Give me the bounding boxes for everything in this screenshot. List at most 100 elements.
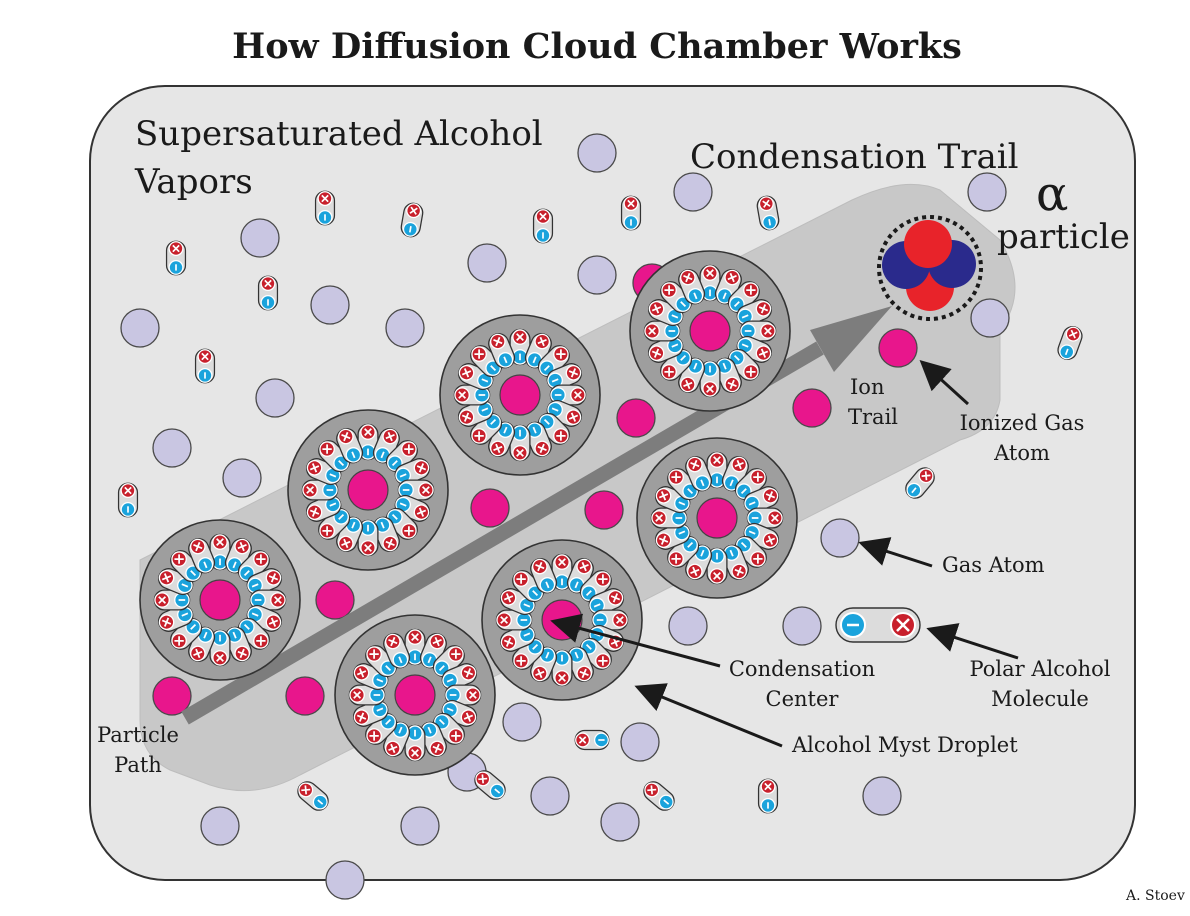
credit-label: A. Stoev	[1125, 888, 1185, 904]
alcohol-myst-droplet	[439, 314, 601, 476]
polar-alcohol-molecule	[757, 778, 779, 814]
gas-atom	[668, 606, 708, 646]
gas-atom	[820, 518, 860, 558]
alcohol-myst-droplet	[481, 539, 643, 701]
polar-alcohol-molecule	[318, 507, 351, 540]
polar-alcohol-molecule	[188, 538, 216, 574]
polar-alcohol-molecule	[397, 479, 435, 501]
gas-atom	[673, 172, 713, 212]
polar-alcohol-molecule	[756, 195, 780, 231]
polar-alcohol-molecule	[348, 684, 386, 706]
condensation-center	[689, 310, 731, 352]
polar-alcohol-molecule	[383, 633, 411, 669]
condensation-center	[499, 374, 541, 416]
gas-atom	[600, 802, 640, 842]
condensation-center-label-line2: Center	[766, 687, 840, 711]
ionized-gas-atom	[616, 398, 656, 438]
polar-alcohol-molecule	[509, 328, 531, 366]
polar-alcohol-molecule	[537, 345, 570, 378]
polar-alcohol-molecule	[170, 550, 203, 583]
ionized-gas-atom	[878, 328, 918, 368]
polar-alcohol-molecule	[365, 645, 398, 678]
polar-alcohol-molecule	[546, 363, 582, 391]
ionized-gas-atom-label-line2: Atom	[993, 441, 1050, 465]
polar-alcohol-molecule	[153, 589, 191, 611]
polar-alcohol-molecule	[667, 468, 700, 501]
polar-alcohol-molecule	[394, 458, 430, 486]
condensation-center-label-line1: Condensation	[729, 657, 875, 681]
polar-alcohol-molecule	[336, 428, 364, 464]
polar-alcohol-molecule	[224, 626, 252, 662]
polar-alcohol-molecule	[470, 345, 503, 378]
polar-alcohol-molecule	[655, 522, 691, 550]
polar-alcohol-molecule	[574, 729, 610, 751]
condensation-center	[541, 599, 583, 641]
condensation-center	[199, 579, 241, 621]
condensation-center-pointer	[550, 613, 721, 668]
polar-molecule-label-line1: Polar Alcohol	[969, 657, 1110, 681]
polar-alcohol-molecule	[297, 781, 329, 811]
polar-alcohol-molecule	[495, 609, 533, 631]
polar-alcohol-molecule	[357, 519, 379, 557]
polar-molecule-pointer	[926, 623, 1019, 660]
polar-alcohol-molecule	[727, 348, 760, 381]
droplet-label: Alcohol Myst Droplet	[791, 733, 1018, 757]
gas-atom	[222, 458, 262, 498]
polar-alcohol-molecule	[404, 724, 426, 762]
polar-alcohol-molecule	[643, 781, 675, 811]
alcohol-myst-droplet	[636, 437, 798, 599]
polar-alcohol-molecule	[441, 663, 477, 691]
polar-alcohol-molecule	[706, 547, 728, 585]
polar-alcohol-molecule	[1057, 326, 1083, 360]
alpha-symbol: α	[1036, 166, 1068, 222]
polar-alcohol-molecule	[237, 550, 270, 583]
polar-alcohol-molecule	[170, 617, 203, 650]
polar-alcohol-molecule	[524, 421, 552, 457]
polar-alcohol-molecule	[699, 360, 721, 398]
polar-alcohol-molecule	[714, 357, 742, 393]
ionized-gas-atom	[285, 676, 325, 716]
vapors-label-line2: Vapors	[134, 162, 253, 202]
gas-atom	[152, 428, 192, 468]
polar-alcohol-molecule	[209, 629, 231, 667]
gas-atom	[620, 722, 660, 762]
condensation-center	[394, 674, 436, 716]
polar-alcohol-molecule	[400, 202, 424, 238]
gas-atom	[400, 806, 440, 846]
alcohol-myst-droplet	[139, 519, 301, 681]
polar-alcohol-molecule	[372, 516, 400, 552]
gas-atom	[782, 606, 822, 646]
vapors-label-line1: Supersaturated Alcohol	[135, 114, 543, 154]
polar-alcohol-molecule	[579, 637, 612, 670]
polar-alcohol-molecule	[537, 412, 570, 445]
gas-atom	[310, 285, 350, 325]
ionized-gas-atom	[792, 388, 832, 428]
particle-path-label-line1: Particle	[97, 723, 179, 747]
gas-atom	[325, 860, 365, 900]
polar-alcohol-molecule	[470, 412, 503, 445]
polar-alcohol-molecule	[458, 399, 494, 427]
gas-atom	[970, 298, 1010, 338]
gas-atom	[502, 702, 542, 742]
particle-path-arrowhead	[810, 306, 892, 372]
condensation-center	[347, 469, 389, 511]
polar-alcohol-molecule	[444, 684, 482, 706]
polar-molecule-label-line2: Molecule	[991, 687, 1089, 711]
polar-alcohol-molecule	[353, 699, 389, 727]
polar-alcohol-molecule	[743, 486, 779, 514]
gas-atom	[467, 243, 507, 283]
droplets-layer	[139, 250, 798, 776]
polar-alcohol-molecule	[734, 468, 767, 501]
gas-atom	[120, 308, 160, 348]
polar-alcohol-molecule	[158, 604, 194, 632]
polar-alcohol-molecule	[509, 424, 531, 462]
polar-alcohol-molecule	[648, 335, 684, 363]
gas-atom	[385, 308, 425, 348]
polar-alcohol-molecule	[721, 544, 749, 580]
gas-atom	[862, 776, 902, 816]
polar-molecules-layer	[117, 190, 1083, 814]
ionized-gas-atom	[315, 580, 355, 620]
polar-alcohol-molecule	[194, 348, 216, 384]
polar-alcohol-molecule	[530, 558, 558, 594]
